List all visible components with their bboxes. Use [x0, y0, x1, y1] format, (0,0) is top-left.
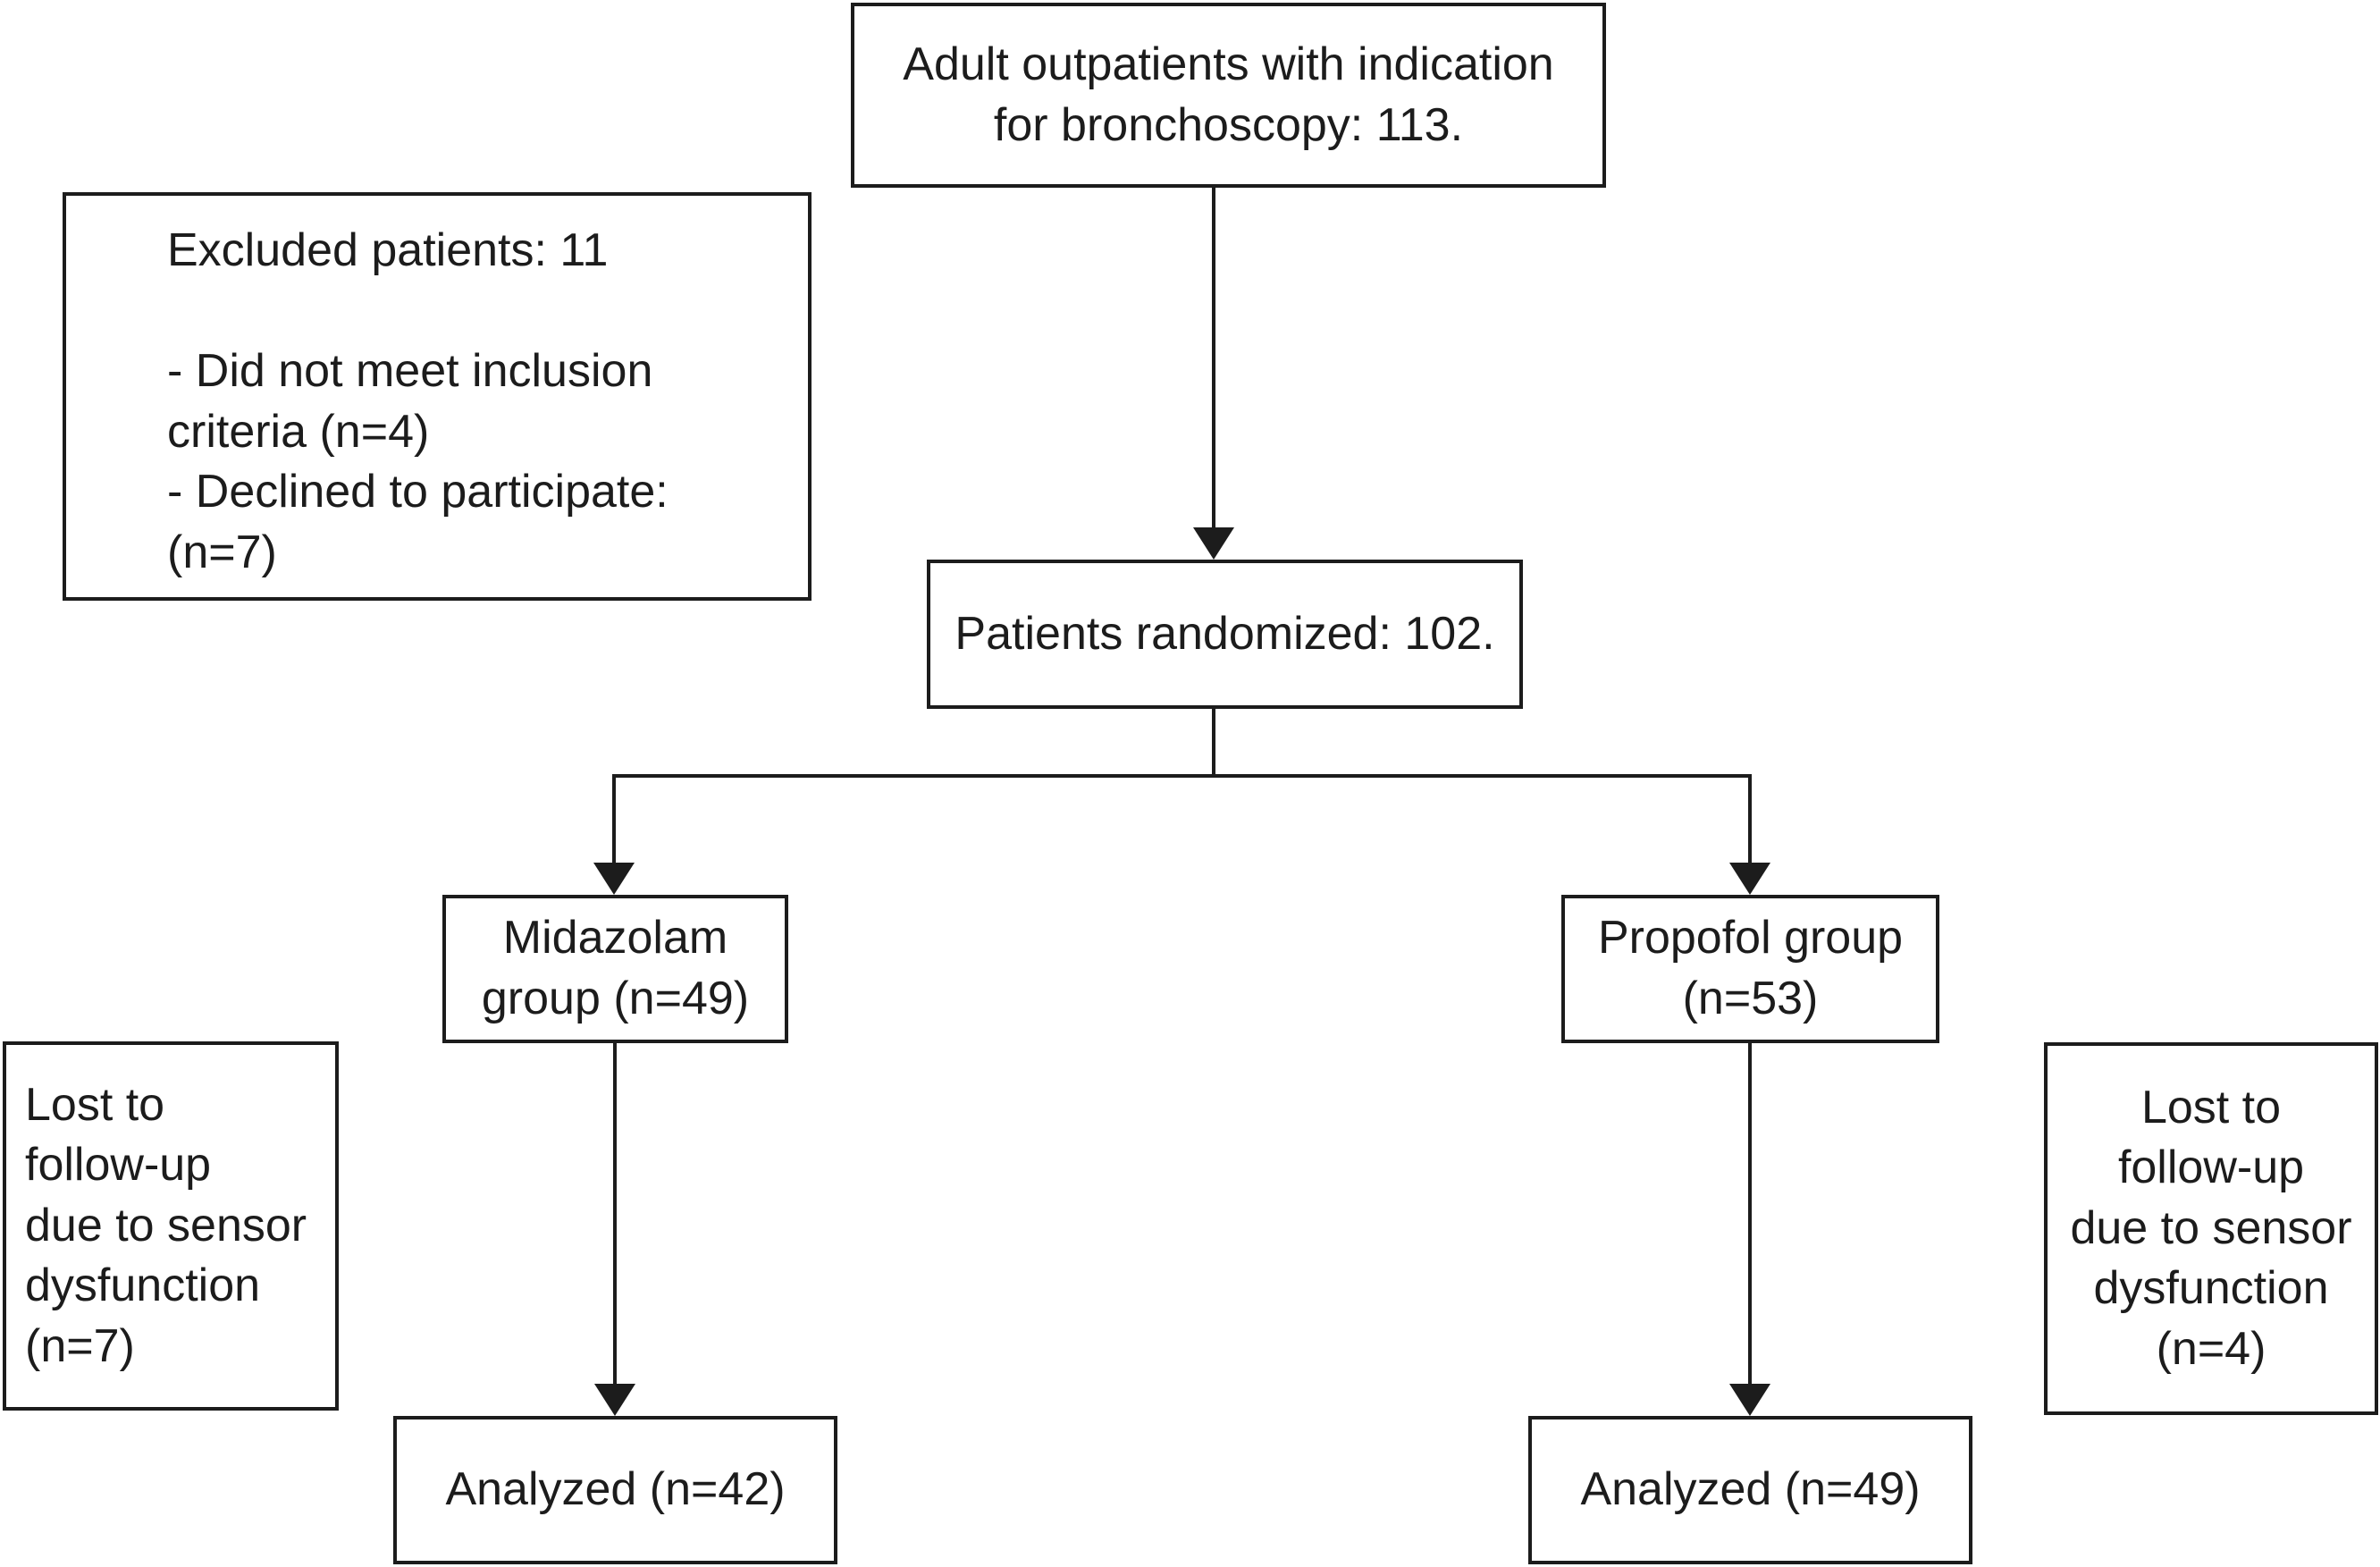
- text-line: dysfunction: [25, 1259, 261, 1312]
- text-line: group (n=49): [481, 973, 750, 1024]
- randomized-box: Patients randomized: 102.: [927, 560, 1523, 709]
- text-line: (n=7): [167, 526, 277, 578]
- connector-enrollment-to-randomized: [1212, 188, 1215, 529]
- text-line: (n=4): [2156, 1322, 2266, 1375]
- text-line: Adult outpatients with indication: [903, 38, 1554, 90]
- connector-branch-to-midazolam: [612, 776, 616, 864]
- text-line: due to sensor: [25, 1199, 307, 1251]
- analyzed-right-box: Analyzed (n=49): [1528, 1416, 1972, 1564]
- text-line: for bronchoscopy: 113.: [993, 98, 1464, 151]
- excluded-box: Excluded patients: 11 - Did not meet inc…: [63, 192, 812, 601]
- connector-branch-to-propofol: [1748, 776, 1752, 864]
- connector-midazolam-to-analyzed: [613, 1043, 617, 1385]
- text-line: Midazolam: [502, 912, 728, 965]
- text-line: criteria (n=4): [167, 405, 430, 458]
- arrow-down-icon: [593, 863, 635, 895]
- text-line: Analyzed (n=49): [1580, 1463, 1921, 1516]
- text-line: dysfunction: [2093, 1262, 2329, 1315]
- connector-propofol-to-analyzed: [1748, 1043, 1752, 1385]
- midazolam-group-box: Midazolam group (n=49): [442, 895, 788, 1043]
- text-line: - Did not meet inclusion: [167, 345, 653, 398]
- text-line: follow-up: [25, 1139, 212, 1192]
- text-line: due to sensor: [2070, 1201, 2352, 1254]
- text-line: Excluded patients: 11: [167, 224, 609, 276]
- connector-randomized-stem: [1212, 709, 1215, 778]
- text-line: Lost to: [2140, 1081, 2282, 1133]
- text-line: Propofol group: [1597, 912, 1904, 965]
- lost-to-follow-up-right-box: Lost to follow-up due to sensor dysfunct…: [2044, 1042, 2378, 1415]
- arrow-down-icon: [1729, 863, 1770, 895]
- text-line: (n=7): [25, 1319, 135, 1372]
- text-line: Analyzed (n=42): [445, 1463, 786, 1516]
- arrow-down-icon: [1193, 527, 1234, 560]
- enrollment-box: Adult outpatients with indication for br…: [851, 3, 1606, 188]
- arrow-down-icon: [594, 1384, 635, 1416]
- connector-branch-horizontal: [612, 774, 1752, 778]
- analyzed-left-box: Analyzed (n=42): [393, 1416, 837, 1564]
- text-line: (n=53): [1682, 973, 1819, 1024]
- text-line: follow-up: [2117, 1142, 2305, 1194]
- text-line: Patients randomized: 102.: [955, 607, 1495, 660]
- lost-to-follow-up-left-box: Lost to follow-up due to sensor dysfunct…: [3, 1041, 339, 1411]
- arrow-down-icon: [1729, 1384, 1770, 1416]
- text-line: Lost to: [25, 1078, 165, 1131]
- propofol-group-box: Propofol group (n=53): [1561, 895, 1939, 1043]
- text-line: - Declined to participate:: [167, 466, 669, 518]
